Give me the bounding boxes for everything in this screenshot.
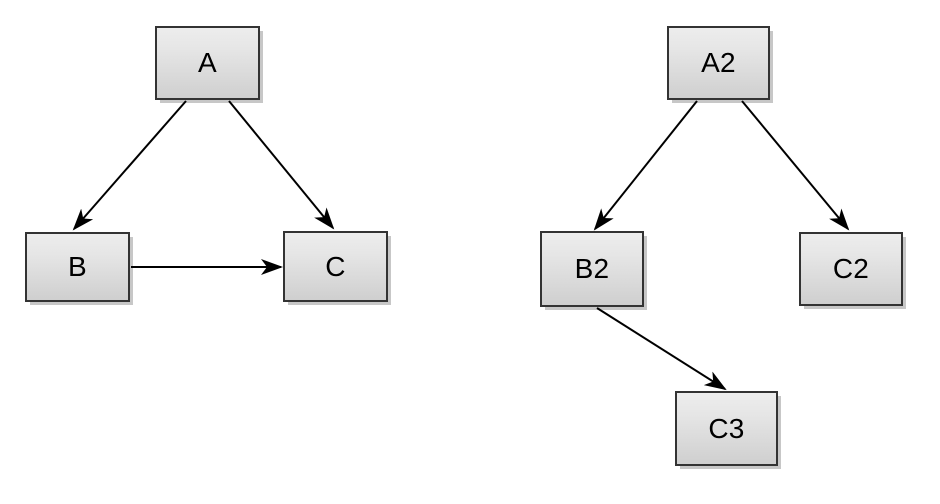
node-c[interactable]: C — [283, 231, 388, 302]
edge-group — [72, 100, 850, 391]
node-a2[interactable]: A2 — [667, 26, 770, 100]
node-b[interactable]: B — [25, 232, 130, 302]
node-b2[interactable]: B2 — [540, 231, 644, 307]
node-c2[interactable]: C2 — [799, 232, 903, 306]
node-label-b2: B2 — [574, 253, 610, 284]
edge-a-to-b[interactable] — [72, 100, 187, 231]
node-a[interactable]: A — [155, 26, 260, 100]
node-label-c3: C3 — [708, 412, 745, 444]
node-c3[interactable]: C3 — [675, 391, 778, 466]
edge-a2-to-b2[interactable] — [593, 100, 698, 231]
node-label-a2: A2 — [701, 47, 736, 78]
node-label-a: A — [198, 47, 217, 78]
edge-a2-to-c2[interactable] — [741, 100, 850, 231]
node-label-c: C — [325, 250, 346, 282]
edge-a-to-c[interactable] — [228, 100, 335, 230]
edge-b2-to-c3[interactable] — [596, 307, 727, 391]
node-label-b: B — [68, 251, 87, 282]
node-label-c2: C2 — [832, 253, 870, 284]
